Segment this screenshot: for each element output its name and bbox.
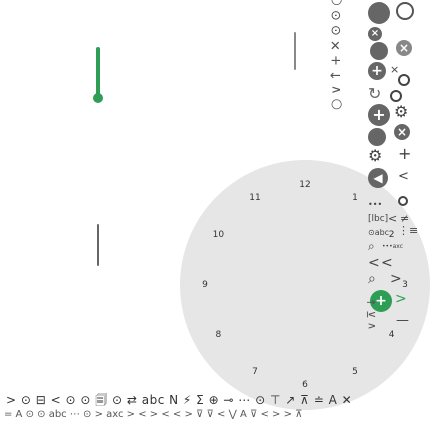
rotated-icon-strip: ○ ∨ ↑ + ✕ ⊙ ⊙ ○ ○ [329,0,344,110]
back-icon[interactable]: < [398,169,409,184]
search-icon[interactable]: ⌕ [368,239,375,253]
back-icon[interactable]: < [381,255,393,271]
close-filled-circle-icon[interactable]: × [396,40,412,56]
close-filled-circle-icon[interactable]: × [394,124,410,140]
close-filled-circle-icon[interactable]: × [368,27,382,41]
list-icon[interactable]: ⋮≡ [398,224,419,237]
clock-number-8: 8 [215,330,222,340]
close-icon[interactable]: × [390,63,400,76]
abc-list-icon[interactable]: [lbc] [368,214,389,224]
gray-slider-track[interactable] [294,32,296,70]
minus-icon[interactable]: — [396,313,409,328]
forward-icon[interactable]: > [395,291,407,307]
not-equal-icon[interactable]: ≠ [400,212,410,225]
clock-number-10: 10 [212,230,225,240]
clock-number-5: 5 [352,366,358,377]
rotated-strip-2: ∨ ⊼ ↓ [365,297,378,330]
green-slider-track[interactable] [96,47,100,97]
plus-filled-circle-icon[interactable]: + [368,104,390,126]
clock-number-7: 7 [252,366,258,377]
bottom-icon-row-2[interactable]: = A ⊙ ⊙ abc ⋯ ⊙ > axc > < > < < > ⊽ ⊽ < … [4,409,303,420]
circle-outline-icon[interactable] [396,2,414,20]
clock-face [180,160,430,410]
clock-number-4: 4 [388,330,395,340]
abc-small-icon[interactable]: •••axc [382,243,404,250]
settings-icon[interactable]: ⚙ [368,146,383,165]
refresh-icon[interactable]: ↻ [368,84,382,103]
clock-number-11: 11 [249,193,261,204]
search-icon[interactable]: ⌕ [368,271,376,287]
forward-filled-circle-icon[interactable]: + [370,290,392,312]
minus-filled-circle-icon[interactable] [370,42,388,60]
bottom-icon-row-1[interactable]: > ⊙ ⊟ < ⊙ ⊙ 🗐 ⊙ ⇄ abc N ⚡ Σ ⊕ ⊸ ⋯ ⊙ ⊤ ↗ … [6,393,353,407]
forward-icon[interactable]: > [390,271,402,287]
minus-filled-circle-icon[interactable] [368,2,390,24]
lower-slider-track[interactable] [97,224,99,266]
clock-number-1: 1 [352,193,358,204]
settings-icon[interactable]: ⚙ [394,102,409,121]
search-outline-icon[interactable] [398,74,410,86]
back-icon[interactable]: < [368,255,380,271]
more-icon[interactable]: ••• [368,200,383,209]
back-icon[interactable]: < [388,212,398,225]
clock-number-2: 2 [388,230,395,240]
minus-filled-circle-icon[interactable] [368,128,386,146]
green-slider-thumb[interactable] [93,93,103,103]
plus-icon[interactable]: + [398,144,412,163]
back-filled-circle-icon[interactable]: ◀ [368,168,388,188]
clock-number-9: 9 [202,280,208,290]
clock-number-12: 12 [299,180,311,190]
dropdown-icon[interactable] [398,196,408,206]
clock-number-3: 3 [402,280,408,290]
abc-icon[interactable]: ⊙abc [368,228,390,237]
clock-number-6: 6 [302,380,308,390]
plus-filled-circle-icon[interactable]: + [368,62,386,80]
search-icon[interactable] [390,90,402,102]
